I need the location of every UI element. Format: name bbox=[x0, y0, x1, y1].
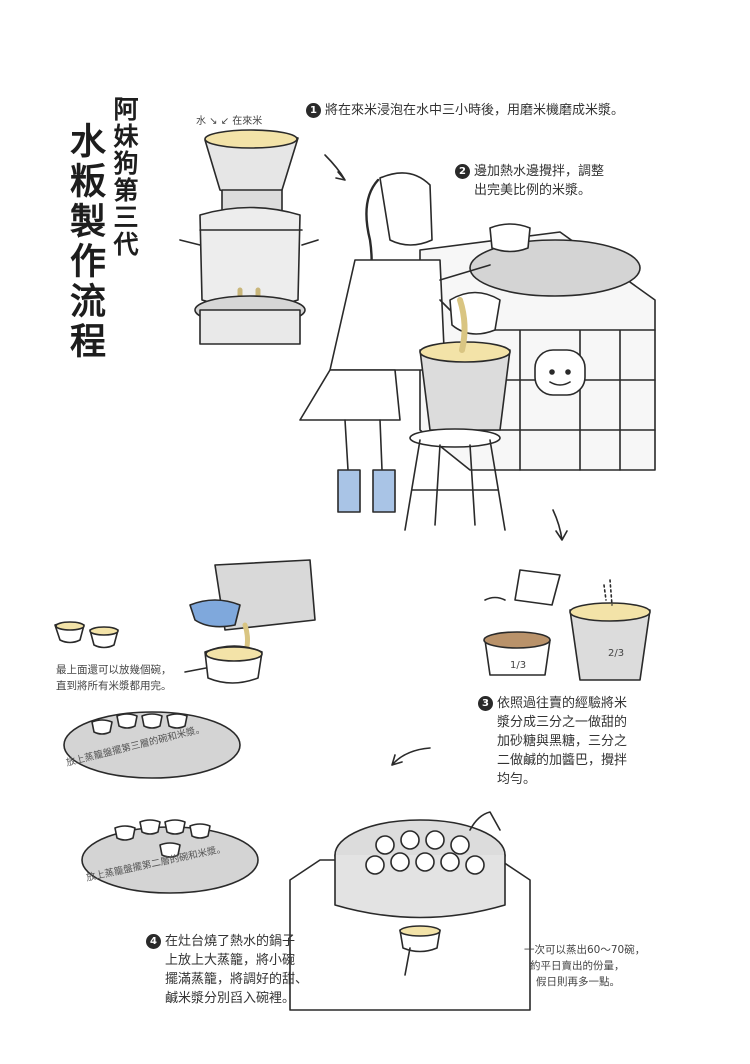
bucket-fraction: 2/3 bbox=[608, 648, 625, 659]
step1-number: 1 bbox=[306, 103, 321, 118]
arrow-2 bbox=[552, 509, 568, 541]
step4-line3: 擺滿蒸籠，將調好的甜、 bbox=[165, 972, 309, 987]
woman-drawing bbox=[299, 172, 531, 513]
title-line2: 水粄製作流程 bbox=[64, 122, 105, 362]
grinder-label: 水 ↘ ↙ 在來米 bbox=[196, 116, 263, 127]
rice-grinder-drawing bbox=[179, 129, 319, 345]
step3-line3: 加砂糖與黑糖，三分之 bbox=[497, 734, 628, 749]
title-line1: 阿妹狗第三代 bbox=[110, 96, 139, 258]
pouring-bucket-drawing bbox=[184, 559, 316, 684]
step3-line4: 二做鹹的加醬巴，攪拌 bbox=[497, 753, 628, 768]
step4-line2: 上放上大蒸籠，將小碗 bbox=[165, 953, 296, 968]
pot-fraction: 1/3 bbox=[510, 660, 527, 671]
sugar-pot-and-bucket-drawing bbox=[483, 569, 651, 681]
extra-bowls-note: 最上面還可以放幾個碗， 直到將所有米漿都用完。 bbox=[56, 662, 172, 694]
extra-bowls-line2: 直到將所有米漿都用完。 bbox=[56, 680, 172, 692]
output-line2: 約平日賣出的份量， bbox=[530, 960, 625, 972]
bucket-on-stool-drawing bbox=[404, 297, 511, 531]
step2-line2: 出完美比例的米漿。 bbox=[474, 183, 592, 198]
arrow-1 bbox=[324, 154, 346, 181]
step3-line1: 依照過往賣的經驗將米 bbox=[497, 696, 628, 711]
step3-caption: 3 依照過往賣的經驗將米 漿分成三分之一做甜的 加砂糖與黑糖，三分之 二做鹹的加醬… bbox=[478, 694, 627, 789]
step4-caption: 4 在灶台燒了熱水的鍋子 上放上大蒸籠，將小碗 擺滿蒸籠，將調好的甜、 鹹米漿分別… bbox=[146, 932, 308, 1008]
arrow-3 bbox=[391, 747, 431, 766]
output-note: 一次可以蒸出60～70碗， 約平日賣出的份量， 假日則再多一點。 bbox=[524, 942, 645, 990]
step3-number: 3 bbox=[478, 696, 493, 711]
step4-number: 4 bbox=[146, 934, 161, 949]
step4-line1: 在灶台燒了熱水的鍋子 bbox=[165, 934, 296, 949]
step2-number: 2 bbox=[455, 164, 470, 179]
extra-bowls-line1: 最上面還可以放幾個碗， bbox=[56, 664, 172, 676]
small-bowls-drawing bbox=[54, 621, 119, 649]
steamer-tray-layer3-drawing bbox=[63, 711, 241, 779]
step2-line1: 邊加熱水邊攪拌，調整 bbox=[474, 164, 605, 179]
step3-line2: 漿分成三分之一做甜的 bbox=[497, 715, 628, 730]
step2-caption: 2 邊加熱水邊攪拌，調整 出完美比例的米漿。 bbox=[455, 162, 604, 200]
step1-text: 將在來米浸泡在水中三小時後，用磨米機磨成米漿。 bbox=[325, 103, 625, 118]
output-line3: 假日則再多一點。 bbox=[536, 976, 620, 988]
output-line1: 一次可以蒸出60～70碗， bbox=[524, 944, 646, 956]
step4-line4: 鹹米漿分別舀入碗裡。 bbox=[165, 991, 296, 1006]
step1-caption: 1 將在來米浸泡在水中三小時後，用磨米機磨成米漿。 bbox=[306, 101, 624, 120]
step3-line5: 均勻。 bbox=[497, 772, 537, 787]
big-steamer-drawing bbox=[289, 811, 531, 1011]
steamer-tray-layer2-drawing bbox=[81, 819, 259, 894]
